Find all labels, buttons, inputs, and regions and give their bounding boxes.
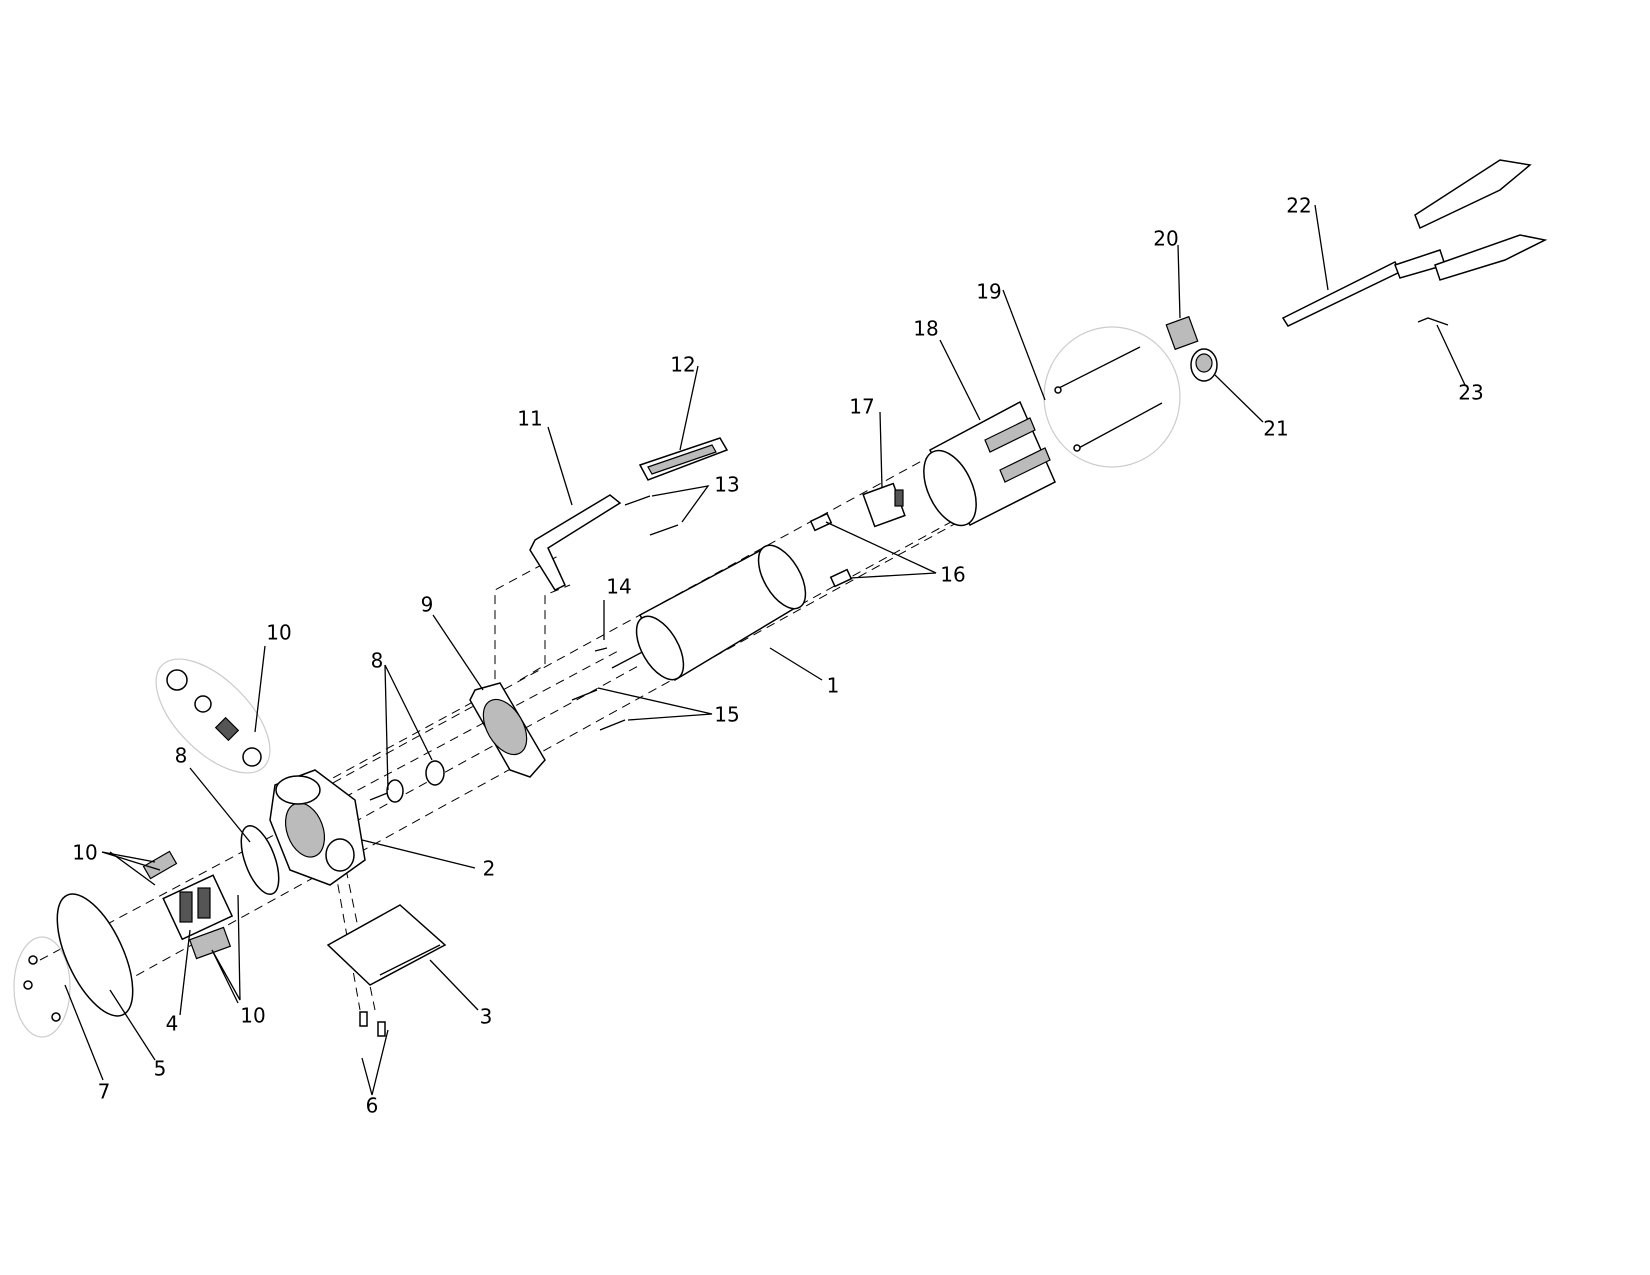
callout-4: 4 [166,1012,179,1036]
callout-19: 19 [976,280,1001,304]
callout-1: 1 [827,674,840,698]
part-17-switch [862,482,906,528]
callout-9: 9 [421,593,434,617]
callout-17: 17 [849,395,874,419]
part-12-handle [638,437,729,481]
part-11-bracket [529,494,622,591]
part-16-connector [829,568,853,588]
part-20-fitting [1165,315,1199,351]
callout-21: 21 [1263,417,1288,441]
part-3-mounting-plate [326,904,447,986]
callout-16: 16 [940,563,965,587]
part-19-through-bolts [1043,326,1181,468]
callout-7: 7 [98,1080,111,1104]
part-14-key [594,647,608,652]
callout-2: 2 [483,857,496,881]
part-13-screw [624,495,651,506]
callout-23: 23 [1458,381,1483,405]
callout-18: 18 [913,317,938,341]
part-2-pump-housing [269,769,366,886]
callout-8: 8 [175,744,188,768]
part-13-screw [649,524,679,536]
callout-11: 11 [517,407,542,431]
callout-15: 15 [714,703,739,727]
part-18-motor-housing [923,400,1056,527]
callout-10: 10 [266,621,291,645]
callout-5: 5 [154,1057,167,1081]
callout-14: 14 [606,575,631,599]
part-16-connector [809,512,833,532]
callout-6: 6 [366,1094,379,1118]
part-8-o-ring [240,825,280,895]
callout-20: 20 [1153,227,1178,251]
callout-8: 8 [371,649,384,673]
callout-12: 12 [670,353,695,377]
part-15-screw [571,689,598,701]
leader-lines [64,204,1466,1096]
callout-22: 22 [1286,194,1311,218]
callout-labels: 1 2 3 4 5 6 7 8 8 9 10 10 10 11 12 13 14… [72,194,1483,1118]
callout-3: 3 [480,1005,493,1029]
part-1-motor [611,544,807,682]
callout-13: 13 [714,473,739,497]
part-4-brush-holder [142,850,234,960]
part-7-screws [13,936,71,1038]
part-15-screw [599,719,626,731]
part-5-end-cover [56,893,134,1017]
part-8-bushings [369,760,445,803]
callout-10: 10 [72,841,97,865]
part-21-nut [1190,348,1218,382]
part-9-end-bell [469,682,546,778]
part-22-cable-clamps [1281,159,1548,327]
part-23-clip [1417,317,1449,326]
part-10-valve-assembly [155,658,271,774]
part-6-screws [359,1011,386,1037]
callout-10: 10 [240,1004,265,1028]
